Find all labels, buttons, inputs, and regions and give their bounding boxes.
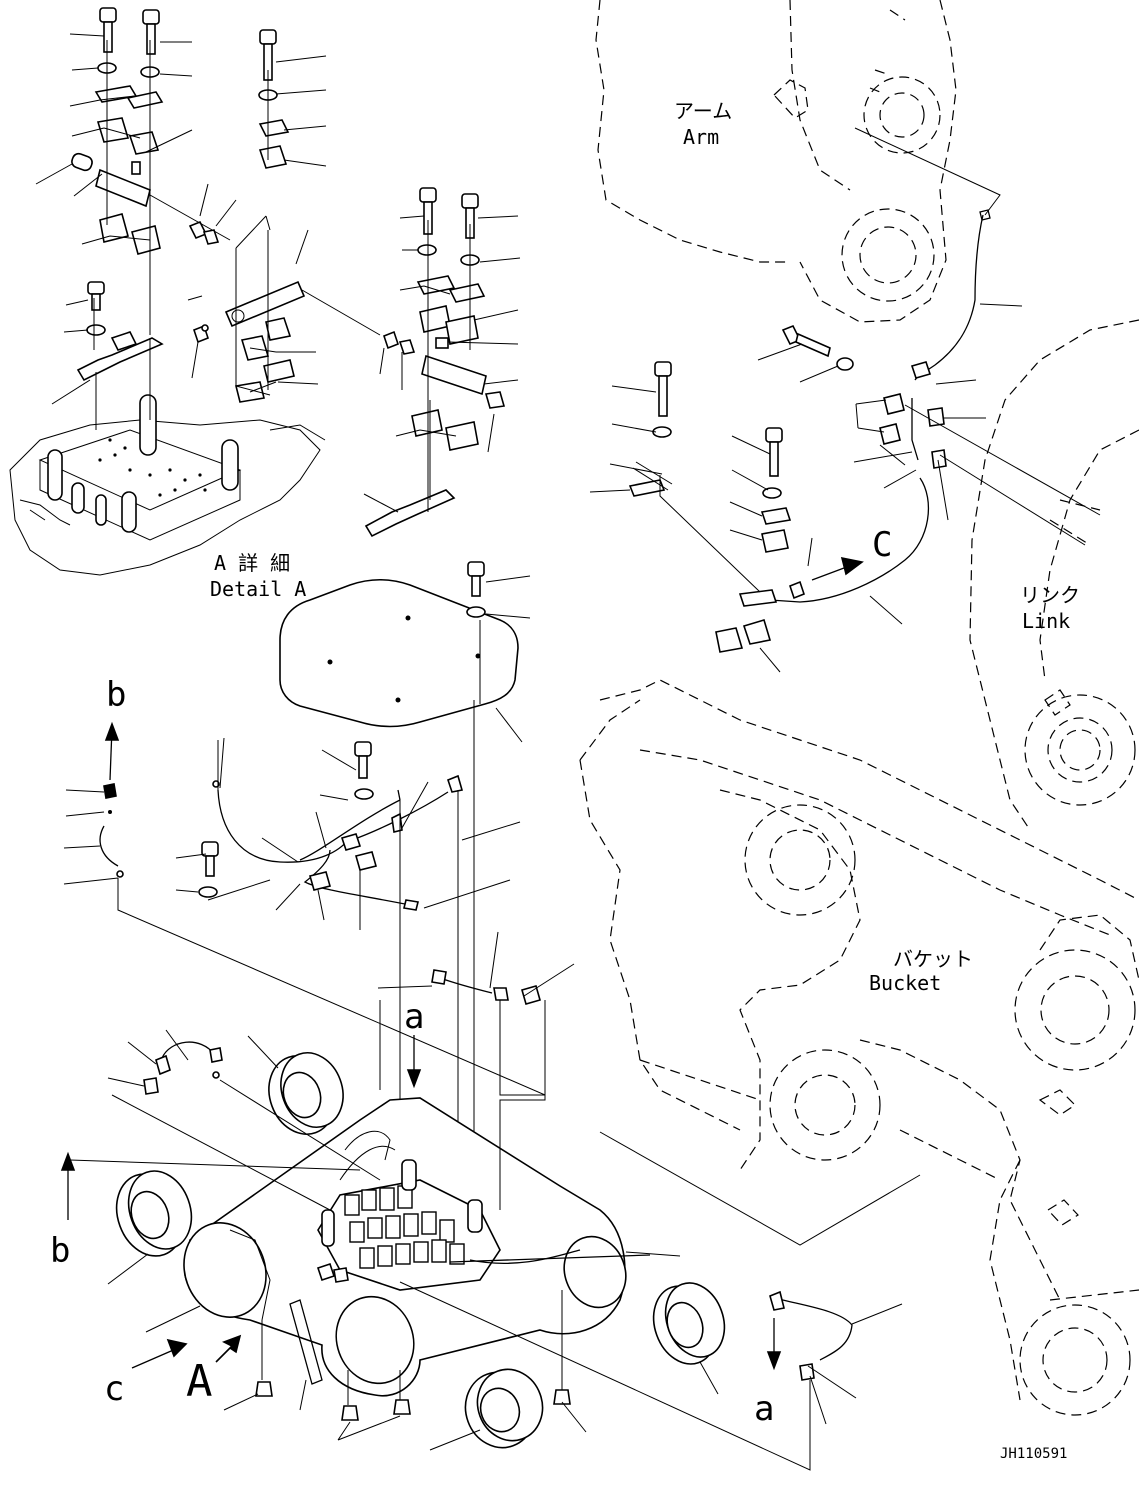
bucket-label-ja: バケット xyxy=(893,947,973,971)
arrows xyxy=(60,556,864,1371)
ref-C: C xyxy=(872,525,892,565)
arm-outline xyxy=(595,0,957,323)
detail-a-parts xyxy=(71,7,506,538)
ref-a-bottom: a xyxy=(754,1389,774,1429)
ref-b-top: b xyxy=(106,675,126,715)
detail-a-base xyxy=(9,394,326,576)
leader-lines xyxy=(35,33,1023,1451)
bucket-outline xyxy=(579,679,1139,1416)
arm-label-ja: アーム xyxy=(674,99,732,123)
detail-label-en: Detail A xyxy=(210,577,306,601)
drawing-id: JH110591 xyxy=(1000,1446,1067,1462)
link-outline xyxy=(969,319,1139,831)
arm-hose-group xyxy=(628,127,1101,653)
ref-c-bottom: c xyxy=(104,1369,124,1409)
bucket-label-en: Bucket xyxy=(869,971,941,995)
ref-a-middle: a xyxy=(404,997,424,1037)
ref-b-bottom: b xyxy=(50,1231,70,1271)
link-label-en: Link xyxy=(1022,609,1070,633)
link-label-ja: リンク xyxy=(1020,583,1080,607)
text-labels: アーム Arm リンク Link バケット Bucket A 詳 細 Detai… xyxy=(50,99,1080,1462)
detail-label-ja: A 詳 細 xyxy=(214,551,290,575)
arm-label-en: Arm xyxy=(683,125,719,149)
link-body xyxy=(69,1000,921,1471)
middle-parts xyxy=(99,561,546,1160)
ref-A-view: A xyxy=(186,1356,213,1407)
